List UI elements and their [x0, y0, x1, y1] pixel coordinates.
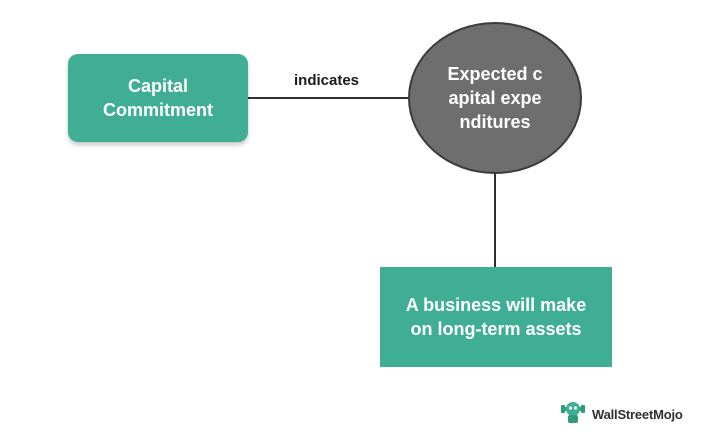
- wallstreetmojo-mascot-icon: [558, 399, 588, 430]
- wallstreetmojo-logo-text: WallStreetMojo: [592, 407, 683, 422]
- connector-indicates: [248, 97, 410, 99]
- edge-label-indicates: indicates: [294, 72, 360, 89]
- node-business-long-term-assets-label: A business will make on long-term assets: [405, 295, 587, 339]
- connector-expected-to-business: [494, 174, 496, 267]
- node-capital-commitment-label: Capital Commitment: [102, 76, 213, 120]
- node-business-long-term-assets: A business will make on long-term assets: [380, 267, 612, 367]
- node-capital-commitment: Capital Commitment: [68, 54, 248, 142]
- wallstreetmojo-logo: WallStreetMojo: [558, 399, 683, 430]
- node-expected-capital-expenditures: Expected capital expenditures: [408, 22, 582, 174]
- node-expected-capital-expenditures-label: Expected capital expenditures: [447, 64, 543, 132]
